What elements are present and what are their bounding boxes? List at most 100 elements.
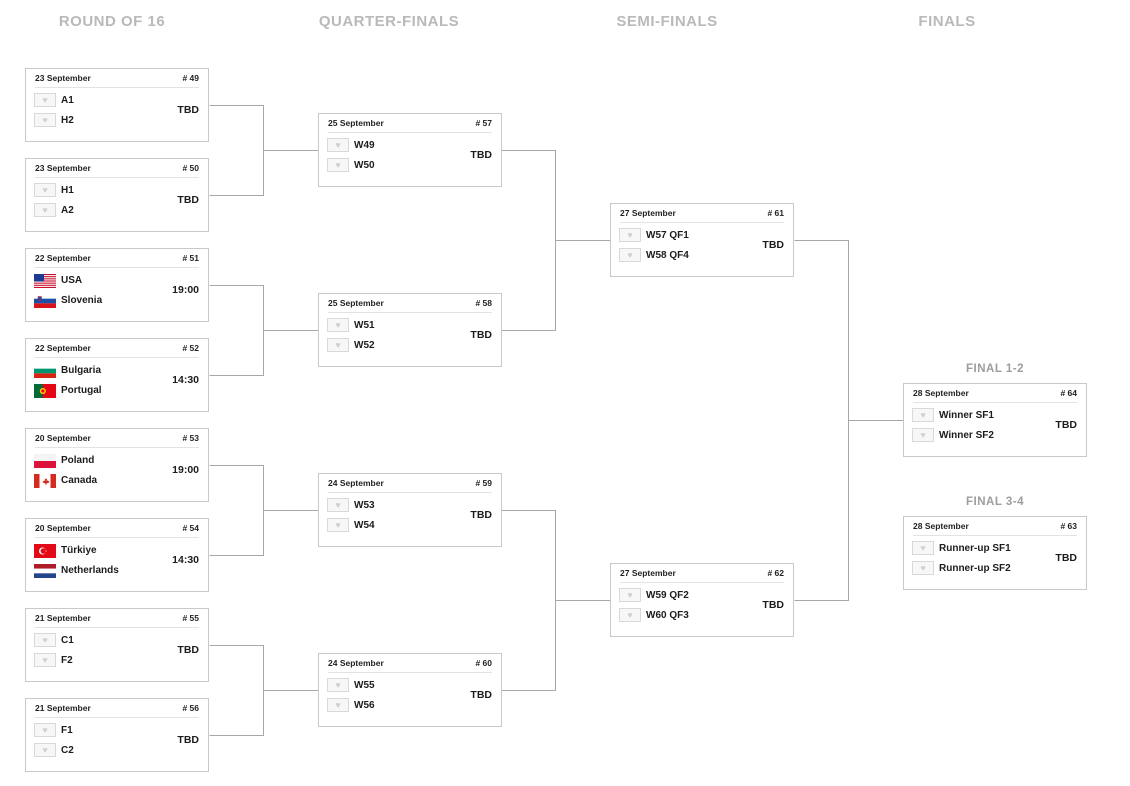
section-title-final-1-2: FINAL 1-2 [966,363,1024,375]
match-time: TBD [470,689,492,701]
match-header: 24 September# 60 [328,654,492,673]
match-header: 25 September# 58 [328,294,492,313]
match-number: # 56 [182,703,199,713]
match-header: 23 September# 49 [35,69,199,88]
section-title-final-3-4: FINAL 3-4 [966,496,1024,508]
match-number: # 64 [1060,388,1077,398]
match-date: 23 September [35,73,91,83]
match-time: TBD [177,194,199,206]
match-time: TBD [762,239,784,251]
match-time: 14:30 [172,374,199,386]
match-number: # 59 [475,478,492,488]
team-name: C2 [61,745,74,756]
connector-49-50 [209,105,319,196]
team-name: W53 [354,500,375,511]
match-header: 21 September # 55 [35,609,199,628]
round-title-semi-finals: SEMI-FINALS [616,13,718,30]
connector-61-62 [794,240,904,601]
team-name: Türkiye [61,545,97,556]
match-time: TBD [177,104,199,116]
match-header: 22 September# 52 [35,339,199,358]
connector-53-54 [209,465,319,556]
match-number: # 53 [182,433,199,443]
match-time: TBD [470,149,492,161]
team-name: W55 [354,680,375,691]
connector-51-52 [209,285,319,376]
match-time: TBD [762,599,784,611]
round-title-round-of-16: ROUND OF 16 [58,13,166,30]
match-number: # 58 [475,298,492,308]
match-date: 28 September [913,521,969,531]
match-time: TBD [177,734,199,746]
match-time: TBD [470,509,492,521]
match-date: 24 September [328,658,384,668]
match-header: 27 September# 61 [620,204,784,223]
team-name: W60 QF3 [646,610,689,621]
team-name: Canada [61,475,98,486]
match-header: 25 September# 57 [328,114,492,133]
team-name: W57 QF1 [646,230,689,241]
match-time: 19:00 [172,464,199,476]
match-card-63[interactable]: 28 September# 63♥Runner-up SF1♥Runner-up… [903,516,1087,590]
team-name: USA [61,275,83,286]
team-name: W52 [354,340,375,351]
match-time: TBD [470,329,492,341]
match-header: 28 September# 64 [913,384,1077,403]
match-date: 21 September [35,613,91,623]
match-number: # 52 [182,343,199,353]
team-name: Slovenia [61,295,103,306]
match-number: # 54 [182,523,199,533]
match-time: 14:30 [172,554,199,566]
match-header: 21 September # 56 [35,699,199,718]
match-header: 23 September# 50 [35,159,199,178]
match-header: 27 September# 62 [620,564,784,583]
team-name: Netherlands [61,565,119,576]
match-time: TBD [1055,552,1077,564]
match-date: 22 September [35,253,91,263]
round-title-quarter-finals: QUARTER-FINALS [318,13,460,30]
team-name: H1 [61,185,74,196]
team-name: H2 [61,115,74,126]
match-header: 20 September # 53 [35,429,199,448]
match-date: 21 September [35,703,91,713]
match-header: 22 September # 51 [35,249,199,268]
match-header: 24 September# 59 [328,474,492,493]
team-name: Poland [61,455,95,466]
team-name: Winner SF2 [939,430,994,441]
match-date: 23 September [35,163,91,173]
match-number: # 57 [475,118,492,128]
team-name: Bulgaria [61,365,102,376]
connector-55-56 [209,645,319,736]
team-name: A1 [61,95,74,106]
match-date: 20 September [35,523,91,533]
team-name: Runner-up SF1 [939,543,1011,554]
connector-59-60 [501,510,611,691]
team-name: W58 QF4 [646,250,689,261]
match-header: 28 September# 63 [913,517,1077,536]
team-name: W50 [354,160,375,171]
match-header: 20 September # 54 [35,519,199,538]
team-name: A2 [61,205,74,216]
match-date: 20 September [35,433,91,443]
match-number: # 51 [182,253,199,263]
team-name: C1 [61,635,74,646]
match-number: # 55 [182,613,199,623]
round-title-finals: FINALS [918,13,976,30]
connector-57-58 [501,150,611,331]
match-date: 27 September [620,568,676,578]
